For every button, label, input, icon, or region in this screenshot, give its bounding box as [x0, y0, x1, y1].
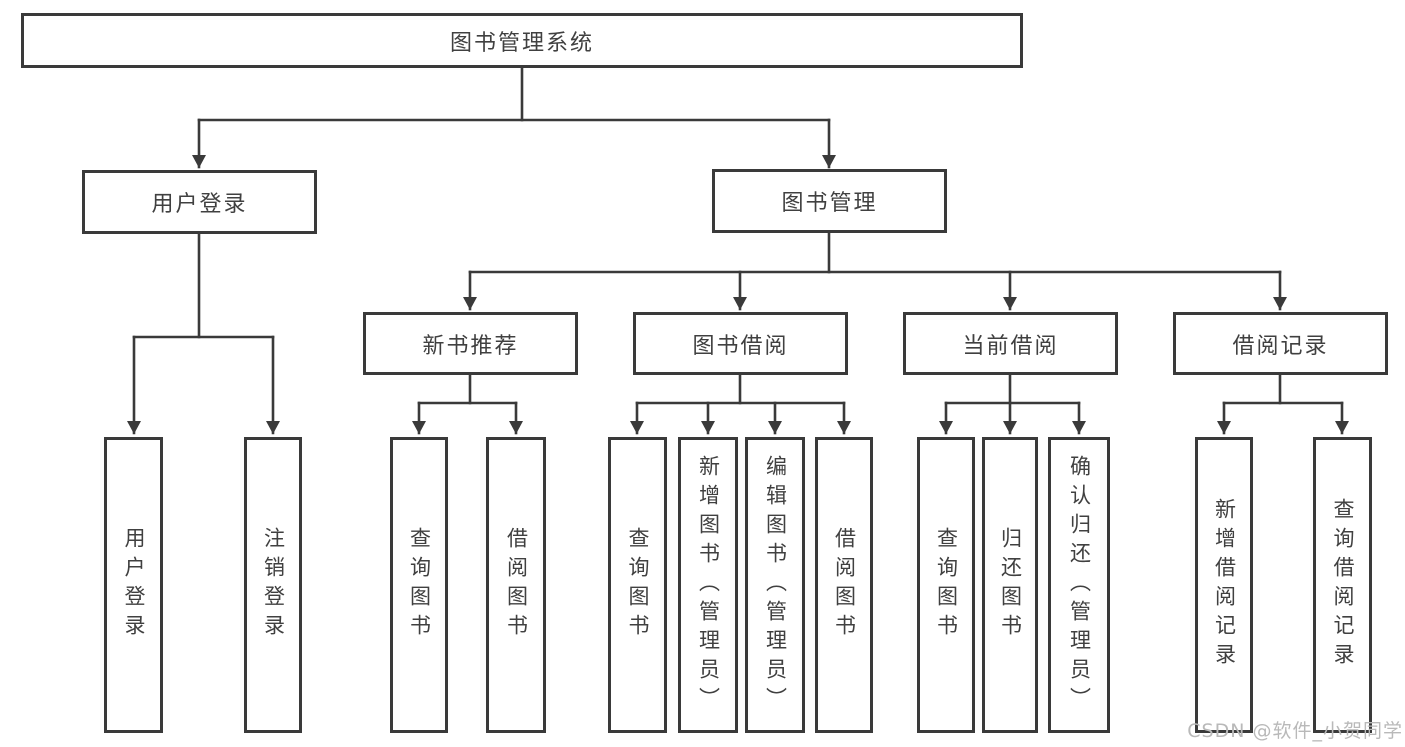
- leaf-recommend-query-books: 查询图书: [390, 437, 448, 733]
- csdn-watermark: CSDN @软件_小贺同学: [1187, 720, 1403, 742]
- leaf-recommend-borrow-books: 借阅图书: [486, 437, 546, 733]
- leaf-label: 编辑图书（管理员）: [763, 454, 788, 716]
- leaf-label: 新增借阅记录: [1212, 498, 1237, 672]
- leaf-label: 查询借阅记录: [1331, 498, 1356, 672]
- leaf-label: 确认归还（管理员）: [1067, 454, 1092, 716]
- leaf-label: 查询图书: [626, 527, 651, 643]
- leaf-record-add-record: 新增借阅记录: [1195, 437, 1253, 733]
- leaf-user-login: 用户登录: [104, 437, 163, 733]
- node-book-borrow: 图书借阅: [633, 312, 848, 375]
- leaf-borrow-query-books: 查询图书: [608, 437, 667, 733]
- leaf-label: 归还图书: [998, 527, 1023, 643]
- leaf-label: 新增图书（管理员）: [696, 454, 721, 716]
- leaf-borrow-add-books-admin: 新增图书（管理员）: [678, 437, 738, 733]
- leaf-current-return-books: 归还图书: [982, 437, 1038, 733]
- leaf-label: 注销登录: [261, 527, 286, 643]
- leaf-label: 查询图书: [934, 527, 959, 643]
- leaf-current-confirm-return-admin: 确认归还（管理员）: [1048, 437, 1110, 733]
- leaf-current-query-books: 查询图书: [917, 437, 975, 733]
- leaf-logout: 注销登录: [244, 437, 302, 733]
- leaf-borrow-edit-books-admin: 编辑图书（管理员）: [745, 437, 805, 733]
- leaf-label: 用户登录: [122, 527, 147, 643]
- leaf-label: 查询图书: [407, 527, 432, 643]
- node-new-book-recommend: 新书推荐: [363, 312, 578, 375]
- node-user-login: 用户登录: [82, 170, 317, 234]
- leaf-label: 借阅图书: [832, 527, 857, 643]
- node-root: 图书管理系统: [21, 13, 1023, 68]
- node-current-borrow: 当前借阅: [903, 312, 1118, 375]
- leaf-borrow-borrow-books: 借阅图书: [815, 437, 873, 733]
- leaf-record-query-record: 查询借阅记录: [1313, 437, 1372, 733]
- node-book-management: 图书管理: [712, 169, 947, 233]
- node-borrow-records: 借阅记录: [1173, 312, 1388, 375]
- leaf-label: 借阅图书: [504, 527, 529, 643]
